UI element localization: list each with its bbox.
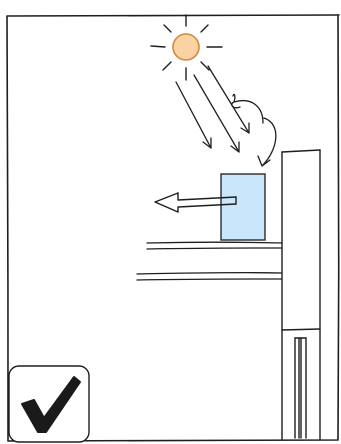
shade-panel	[221, 174, 265, 240]
ledge-lines	[137, 242, 282, 280]
reflected-heat-arrows	[232, 94, 276, 166]
curved-arrow-lower	[258, 118, 276, 166]
sunlight-arrow-right	[208, 66, 249, 133]
sunlight-arrow-middle	[194, 75, 239, 152]
sunlight-arrows	[176, 66, 249, 152]
curved-arrow-upper	[232, 94, 263, 123]
sun-disc	[173, 34, 199, 60]
sunlight-arrow-left	[176, 82, 211, 148]
check-badge	[9, 366, 89, 442]
building-wall	[282, 150, 320, 440]
